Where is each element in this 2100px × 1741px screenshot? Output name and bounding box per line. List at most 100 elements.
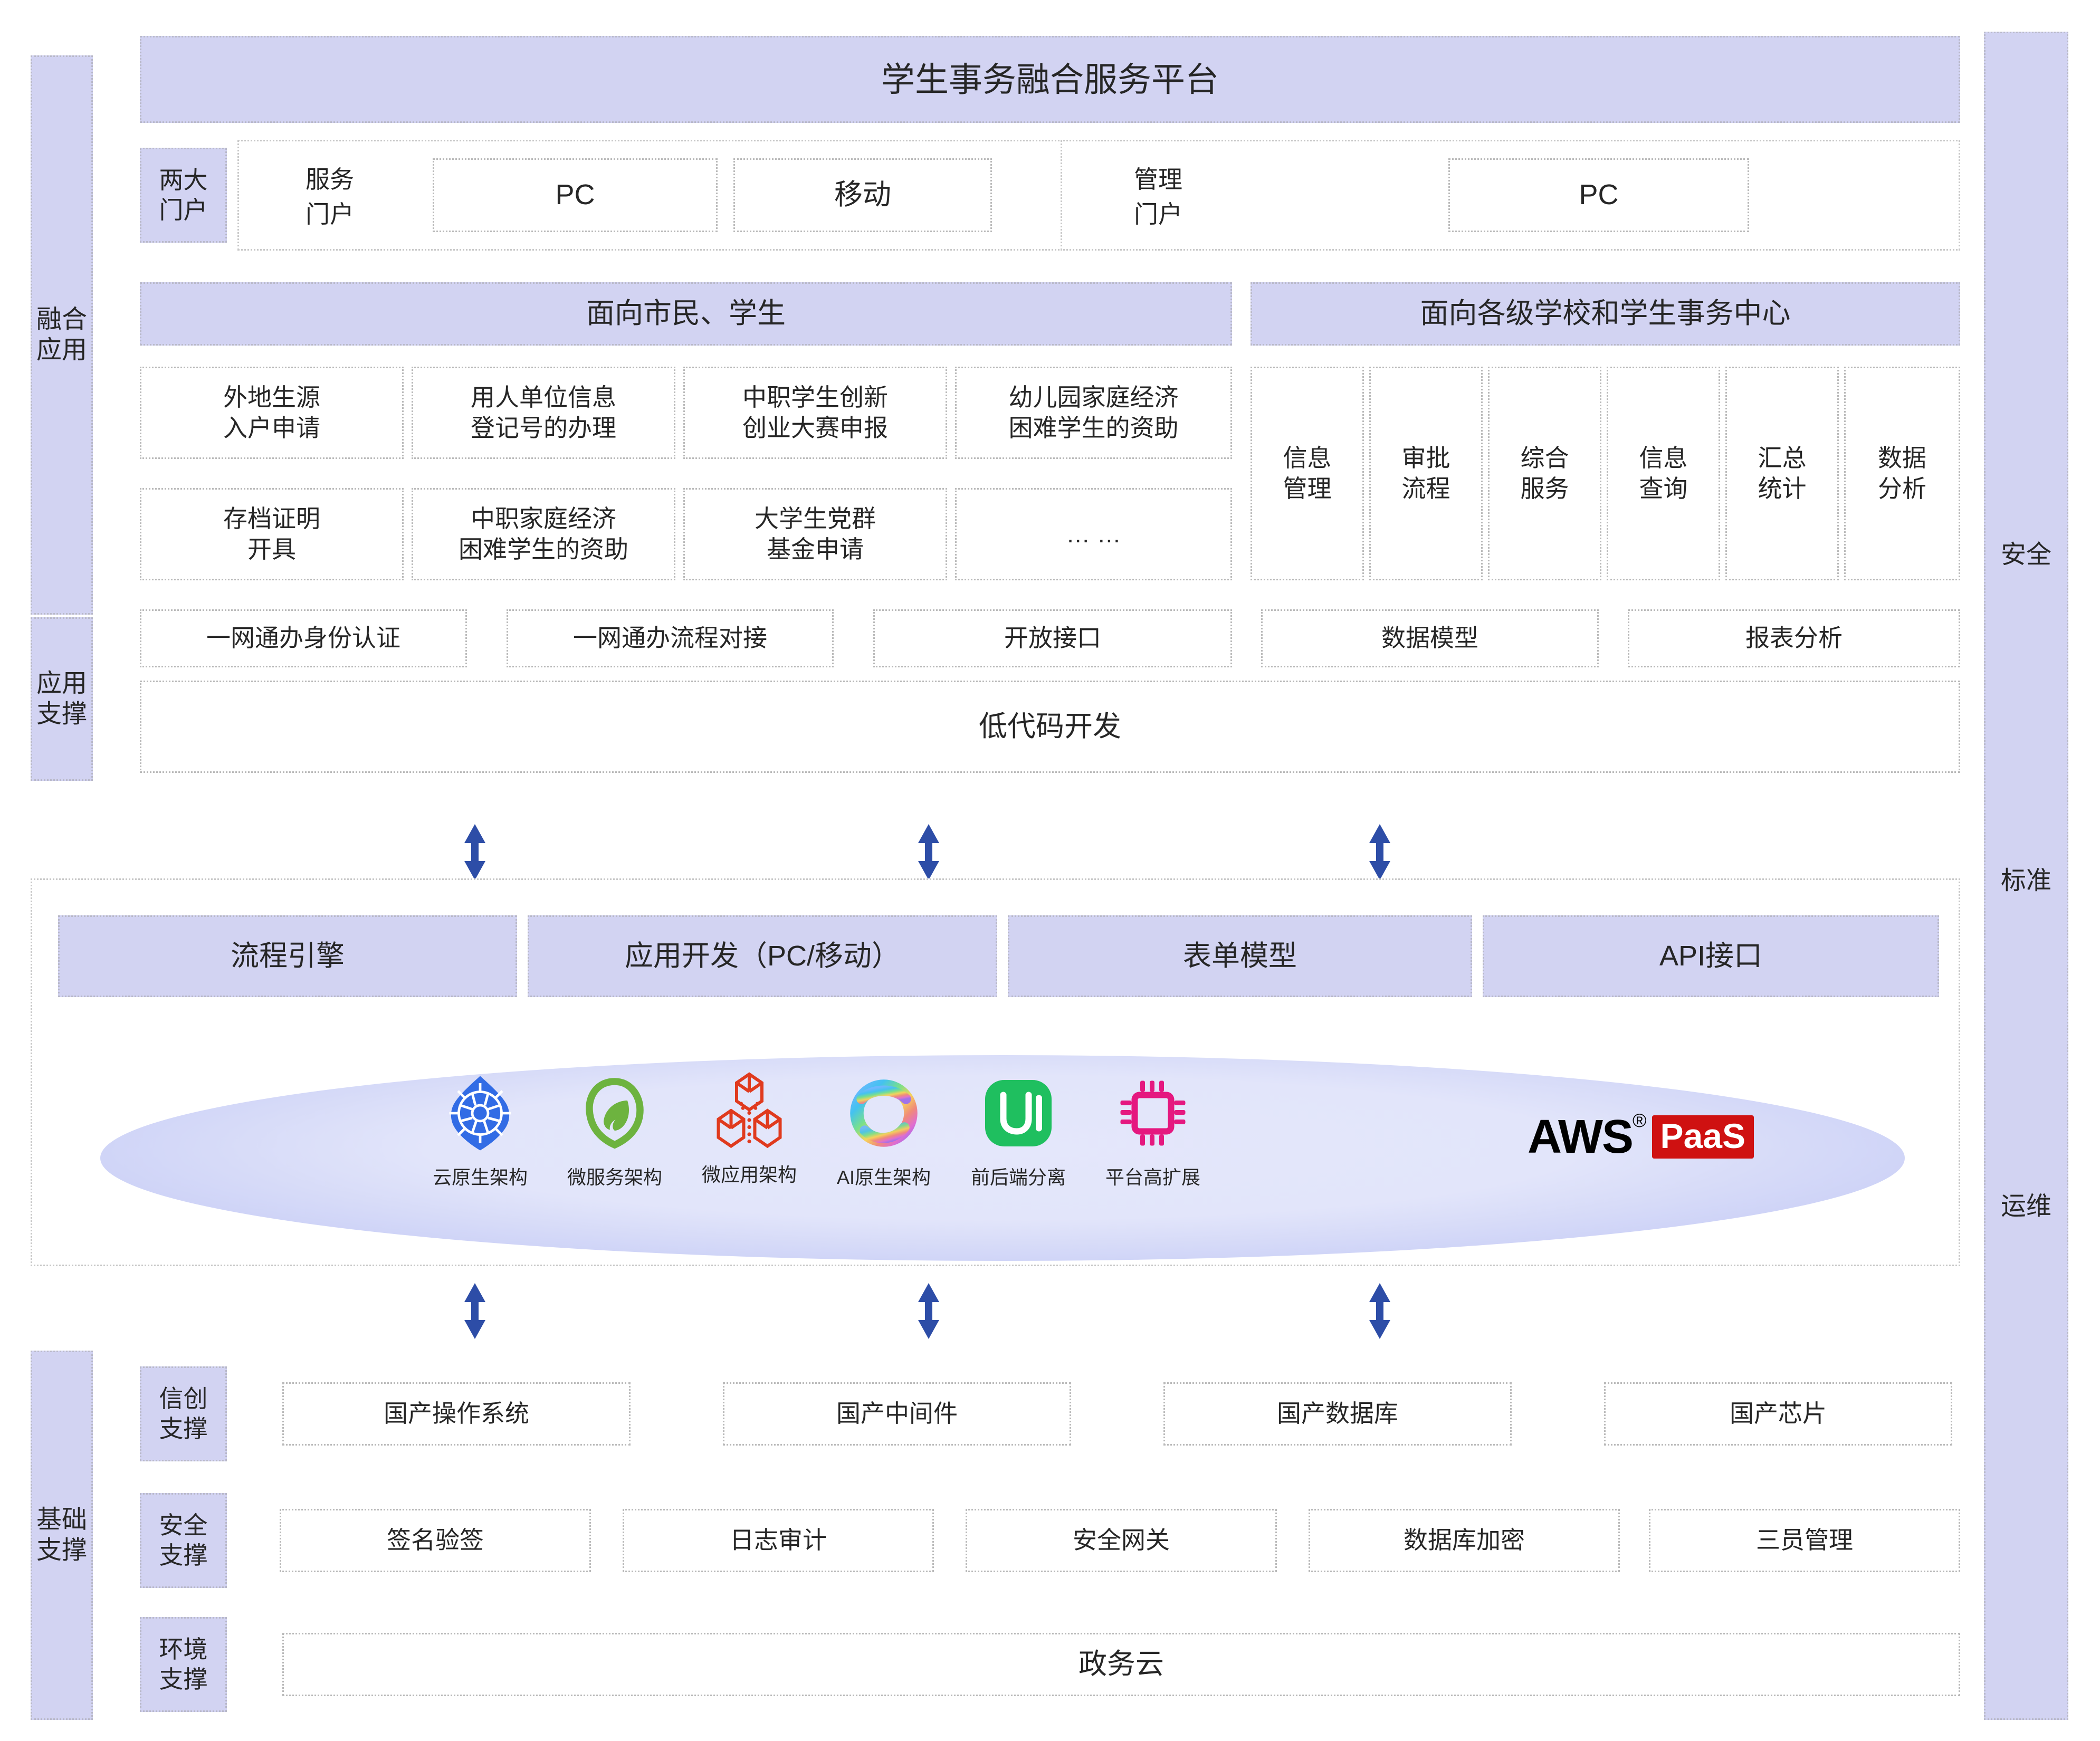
infra-xinchuang-item-3[interactable]: 国产数据库 — [1163, 1382, 1512, 1446]
infra-item-label: 三员管理 — [1756, 1526, 1853, 1554]
infra-security-item-2[interactable]: 日志审计 — [623, 1509, 934, 1572]
tech-icon-label: 云原生架构 — [432, 1166, 528, 1188]
infra-item-label: 国产操作系统 — [384, 1400, 529, 1428]
tech-icon-label: 微服务架构 — [567, 1166, 662, 1188]
citizen-app-more[interactable]: … … — [955, 488, 1232, 580]
citizen-app-7[interactable]: 大学生党群 基金申请 — [683, 488, 947, 580]
infra-xinchuang-label: 信创 支撑 — [140, 1366, 227, 1461]
app-support-low-code-label: 低代码开发 — [979, 710, 1121, 742]
tech-icon-label: 前后端分离 — [970, 1166, 1066, 1188]
infra-environment-item-1[interactable]: 政务云 — [282, 1633, 1960, 1696]
arrow-up-down-infra-center — [918, 1283, 939, 1339]
tech-icon-high-scalability: 平台高扩展 — [1092, 1074, 1214, 1190]
citizen-section-header: 面向市民、学生 — [140, 282, 1232, 346]
right-rail-column: 安全 标准 运维 — [1984, 32, 2068, 1720]
platform-title-banner: 学生事务融合服务平台 — [140, 36, 1960, 123]
paas-badge: PaaS — [1652, 1115, 1754, 1159]
infra-security-item-3[interactable]: 安全网关 — [966, 1509, 1277, 1572]
service-portal-channel-pc[interactable]: PC — [433, 158, 718, 232]
app-support-label: 开放接口 — [1004, 624, 1101, 652]
app-support-label: 一网通办身份认证 — [206, 624, 400, 652]
citizen-app-label: 幼儿园家庭经济 困难学生的资助 — [1008, 384, 1179, 442]
platform-capability-2[interactable]: 应用开发（PC/移动） — [528, 915, 997, 997]
school-function-2[interactable]: 审批 流程 — [1369, 367, 1483, 580]
platform-capability-1[interactable]: 流程引擎 — [58, 915, 517, 997]
left-rail-integrated-application: 融合 应用 — [31, 55, 93, 615]
page-title: 学生事务融合服务平台 — [881, 60, 1219, 99]
app-support-open-api[interactable]: 开放接口 — [873, 609, 1232, 667]
platform-capability-label: 应用开发（PC/移动） — [624, 940, 901, 972]
service-portal-label: 服务 门户 — [264, 148, 396, 243]
infra-security-item-1[interactable]: 签名验签 — [280, 1509, 591, 1572]
school-function-1[interactable]: 信息 管理 — [1251, 367, 1364, 580]
citizen-app-3[interactable]: 中职学生创新 创业大赛申报 — [683, 367, 947, 459]
tech-icon-ai-native: AI原生架构 — [823, 1074, 944, 1190]
aws-paas-logo: AWS ® PaaS — [1528, 1105, 1781, 1169]
left-rail-label: 融合 应用 — [36, 305, 87, 364]
admin-portal-channel-pc[interactable]: PC — [1448, 158, 1749, 232]
infra-item-label: 国产中间件 — [836, 1400, 958, 1428]
right-rail-label-security: 安全 — [2000, 541, 2051, 569]
tech-icon-label: 平台高扩展 — [1105, 1166, 1200, 1188]
citizen-app-2[interactable]: 用人单位信息 登记号的办理 — [412, 367, 675, 459]
school-function-4[interactable]: 信息 查询 — [1607, 367, 1720, 580]
platform-capability-4[interactable]: API接口 — [1483, 915, 1939, 997]
app-support-label: 一网通办流程对接 — [573, 624, 767, 652]
registered-trademark-icon: ® — [1633, 1109, 1647, 1131]
infra-item-label: 国产数据库 — [1277, 1400, 1398, 1428]
arrow-up-down-right — [1369, 824, 1390, 880]
left-rail-label: 应用 支撑 — [36, 669, 87, 728]
left-rail-application-support: 应用 支撑 — [31, 617, 93, 781]
school-function-6[interactable]: 数据 分析 — [1844, 367, 1960, 580]
infra-xinchuang-item-1[interactable]: 国产操作系统 — [282, 1382, 631, 1446]
infra-xinchuang-item-4[interactable]: 国产芯片 — [1604, 1382, 1952, 1446]
spring-leaf-icon — [586, 1078, 644, 1149]
infra-item-label: 国产芯片 — [1730, 1400, 1827, 1428]
chip-icon — [1120, 1080, 1186, 1146]
infra-security-label: 安全 支撑 — [140, 1493, 227, 1588]
portals-group-label-text: 两大 门户 — [159, 166, 208, 224]
school-function-5[interactable]: 汇总 统计 — [1725, 367, 1839, 580]
left-rail-label: 基础 支撑 — [36, 1506, 87, 1564]
arrow-up-down-infra-right — [1369, 1283, 1390, 1339]
app-support-identity-auth[interactable]: 一网通办身份认证 — [140, 609, 467, 667]
infra-xinchuang-item-2[interactable]: 国产中间件 — [723, 1382, 1071, 1446]
school-function-label: 信息 查询 — [1639, 444, 1688, 502]
app-support-low-code[interactable]: 低代码开发 — [140, 681, 1960, 773]
citizen-app-label: 外地生源 入户申请 — [223, 384, 320, 442]
right-rail-label-operations: 运维 — [2000, 1192, 2051, 1221]
channel-label: PC — [1579, 179, 1619, 211]
citizen-app-label: 中职学生创新 创业大赛申报 — [742, 384, 888, 442]
infra-section-label: 信创 支撑 — [159, 1384, 208, 1443]
tech-icon-microservice: 微服务架构 — [554, 1074, 675, 1190]
school-function-label: 综合 服务 — [1520, 444, 1569, 502]
service-portal-label-text: 服务 门户 — [306, 166, 354, 228]
channel-label: 移动 — [834, 179, 891, 211]
school-function-label: 信息 管理 — [1283, 444, 1332, 502]
platform-capability-label: 表单模型 — [1183, 940, 1297, 972]
infra-security-item-4[interactable]: 数据库加密 — [1309, 1509, 1620, 1572]
tech-icon-frontend-backend-separation: 前后端分离 — [958, 1074, 1079, 1190]
infra-item-label: 政务云 — [1078, 1648, 1164, 1680]
platform-capability-3[interactable]: 表单模型 — [1008, 915, 1472, 997]
app-support-label: 报表分析 — [1745, 624, 1843, 652]
platform-capability-label: API接口 — [1659, 940, 1763, 972]
admin-portal-label: 管理 门户 — [1092, 148, 1224, 243]
infra-security-item-5[interactable]: 三员管理 — [1649, 1509, 1960, 1572]
tech-icon-cloud-native: 云原生架构 — [419, 1074, 541, 1190]
school-function-label: 汇总 统计 — [1758, 444, 1807, 502]
channel-label: PC — [555, 179, 595, 211]
citizen-app-6[interactable]: 中职家庭经济 困难学生的资助 — [412, 488, 675, 580]
infra-item-label: 安全网关 — [1073, 1526, 1170, 1554]
citizen-app-1[interactable]: 外地生源 入户申请 — [140, 367, 404, 459]
app-support-data-model[interactable]: 数据模型 — [1261, 609, 1599, 667]
app-support-report-analysis[interactable]: 报表分析 — [1628, 609, 1960, 667]
citizen-app-4[interactable]: 幼儿园家庭经济 困难学生的资助 — [955, 367, 1232, 459]
school-function-3[interactable]: 综合 服务 — [1488, 367, 1601, 580]
citizen-app-5[interactable]: 存档证明 开具 — [140, 488, 404, 580]
admin-portal-label-text: 管理 门户 — [1134, 166, 1182, 228]
app-support-process-docking[interactable]: 一网通办流程对接 — [507, 609, 834, 667]
app-support-label: 数据模型 — [1381, 624, 1478, 652]
service-portal-channel-mobile[interactable]: 移动 — [733, 158, 992, 232]
